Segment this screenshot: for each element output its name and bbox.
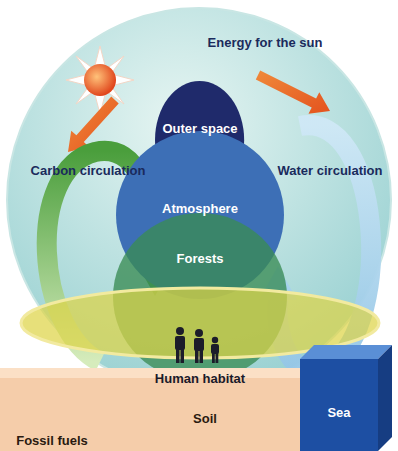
sea-cube-outline xyxy=(300,345,392,451)
node-label: Soil xyxy=(193,411,217,426)
sea-cube xyxy=(300,359,378,451)
person-leg xyxy=(176,349,180,363)
sea-top-face xyxy=(300,345,392,359)
node-label: Atmosphere xyxy=(162,201,238,216)
person-body xyxy=(211,344,219,354)
node-label: Forests xyxy=(177,251,224,266)
person-leg xyxy=(200,350,204,363)
people-icon xyxy=(175,327,219,363)
node-label: Outer space xyxy=(162,121,237,136)
node-label: Human habitat xyxy=(155,371,245,386)
person-leg xyxy=(216,353,219,363)
person-leg xyxy=(195,350,199,363)
sun-rays xyxy=(66,46,134,114)
caption-label: Energy for the sun xyxy=(208,35,323,50)
person-leg xyxy=(212,353,215,363)
person-head xyxy=(195,329,203,337)
node-label: Fossil fuels xyxy=(16,433,88,448)
person-body xyxy=(175,336,185,350)
sun-disc xyxy=(84,64,116,96)
soil-top-face xyxy=(0,368,335,378)
sun-icon xyxy=(66,46,134,114)
node-label: Sea xyxy=(327,405,350,420)
earth-sphere xyxy=(7,8,391,392)
caption-label: Water circulation xyxy=(278,163,383,178)
person-body xyxy=(194,338,204,351)
energy-arrow xyxy=(256,71,330,114)
sea-side-face xyxy=(378,345,392,451)
person-leg xyxy=(181,349,185,363)
caption-label: Carbon circulation xyxy=(31,163,146,178)
person-head xyxy=(176,327,184,335)
sea-cube: Sea xyxy=(300,345,392,451)
person-head xyxy=(212,337,218,343)
soil-block xyxy=(0,368,335,451)
